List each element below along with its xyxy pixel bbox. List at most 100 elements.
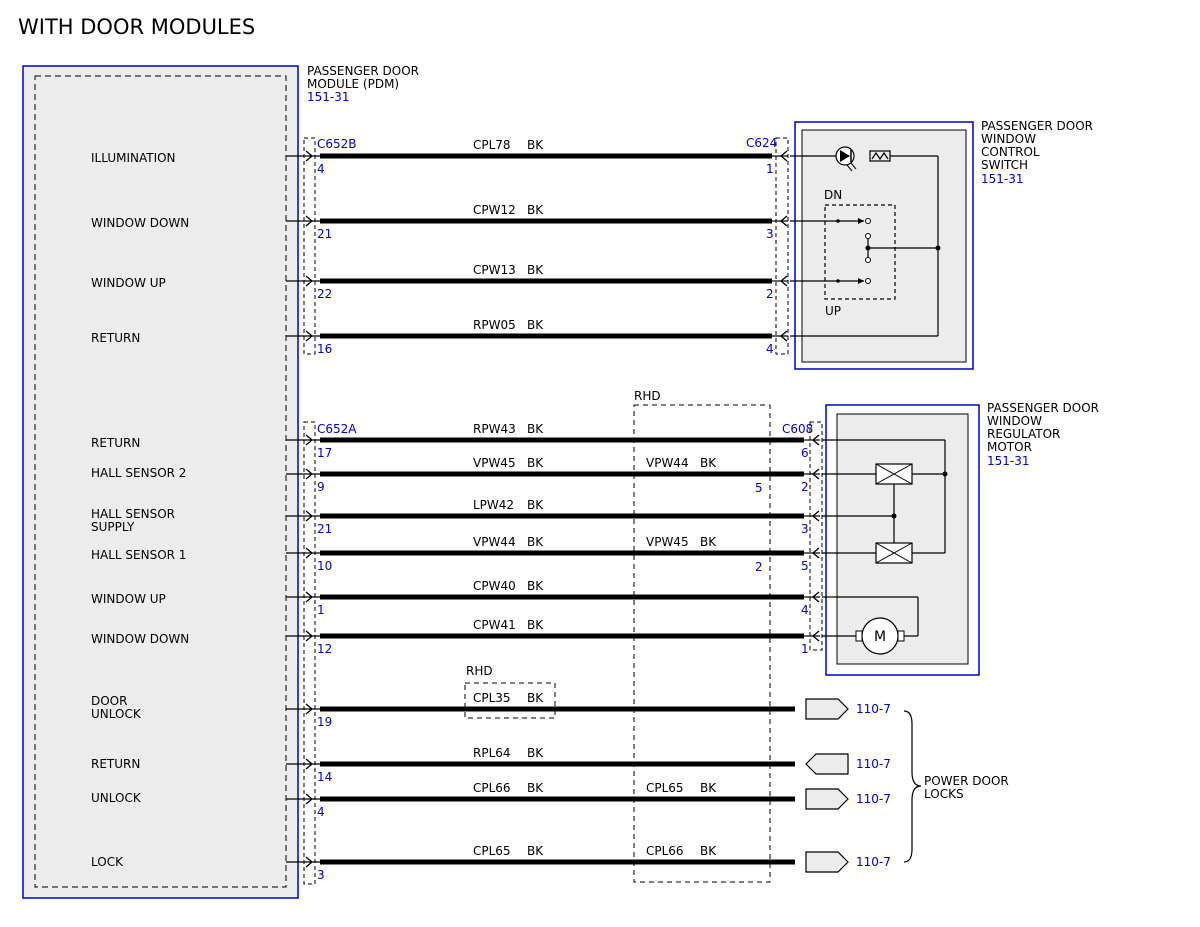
motor-name-line: MOTOR	[987, 440, 1032, 454]
pin-left: 21	[317, 522, 332, 536]
pdm-pin-label: ILLUMINATION	[91, 151, 176, 165]
pdm-pin-label: UNLOCK	[91, 791, 142, 805]
pin-right: 5	[801, 559, 809, 573]
wire-color: BK	[527, 138, 544, 152]
switch-up-label: UP	[825, 304, 841, 318]
switch-ref: 151-31	[981, 172, 1024, 186]
wire-color: BK	[527, 781, 544, 795]
pdm-labels: ILLUMINATION WINDOW DOWN WINDOW UP RETURN RE…	[91, 151, 189, 869]
wire-color: BK	[527, 456, 544, 470]
pin-rhd: 5	[755, 481, 763, 495]
hall-sensor-2-icon	[875, 463, 913, 485]
motor-name-line: PASSENGER DOOR	[987, 401, 1099, 415]
switch-circuit	[790, 150, 939, 337]
pdm-pin-label: DOOR	[91, 694, 127, 708]
pdm-pin-label: UNLOCK	[91, 707, 142, 721]
pdm-pin-label: SUPPLY	[91, 520, 135, 534]
rhd-region-large	[633, 404, 771, 883]
pdm-pin-label: HALL SENSOR 1	[91, 548, 186, 562]
pdm-inner-dashed	[34, 75, 287, 888]
connector-c652a: C652A	[317, 422, 357, 436]
wire-color: BK	[527, 498, 544, 512]
pdm-pin-label: HALL SENSOR 2	[91, 466, 186, 480]
motor-icon	[855, 617, 905, 655]
pin-rhd: 2	[755, 560, 763, 574]
connector-chevron	[305, 150, 314, 162]
pdm-pin-label: WINDOW DOWN	[91, 216, 189, 230]
connector-chevron	[305, 215, 314, 227]
connector-c624: C624	[746, 136, 777, 150]
rhd-label-small: RHD	[466, 664, 493, 678]
wire-circuit: CPL65	[473, 844, 511, 858]
wire-color: BK	[527, 203, 544, 217]
wire-circuit: CPW41	[473, 618, 516, 632]
wire-alt-circuit: VPW44	[646, 456, 689, 470]
wire-alt-circuit: CPL65	[646, 781, 684, 795]
switch-dn-label: DN	[824, 188, 842, 202]
connector-chevron	[305, 275, 314, 287]
wire-circuit: RPW43	[473, 422, 516, 436]
wire-alt-color: BK	[700, 844, 717, 858]
connector-chevron	[305, 630, 314, 642]
pin-right: 1	[801, 642, 809, 656]
page-ref: 110-7	[856, 702, 891, 716]
motor-name-line: REGULATOR	[987, 427, 1060, 441]
wire-alt-color: BK	[700, 456, 717, 470]
pdm-pin-label: WINDOW UP	[91, 592, 166, 606]
pin-left: 14	[317, 770, 332, 784]
power-door-locks-line: LOCKS	[924, 787, 964, 801]
junction-dot	[891, 513, 897, 519]
pin-left: 12	[317, 642, 332, 656]
pdm-pin-label: RETURN	[91, 331, 140, 345]
wire-circuit: LPW42	[473, 498, 514, 512]
pin-left: 4	[317, 805, 325, 819]
pin-right: 2	[801, 480, 809, 494]
pdm-pin-label: WINDOW DOWN	[91, 632, 189, 646]
wire-color: BK	[527, 618, 544, 632]
switch-contacts	[836, 218, 941, 284]
motor-ref: 151-31	[987, 454, 1030, 468]
pin-left: 9	[317, 480, 325, 494]
pin-left: 3	[317, 868, 325, 882]
wire-alt-circuit: VPW45	[646, 535, 689, 549]
motor-symbol: M	[874, 629, 886, 645]
wire-alt-color: BK	[700, 535, 717, 549]
pdm-pin-label: HALL SENSOR	[91, 507, 175, 521]
pdm-box	[22, 65, 299, 899]
connector-chevron	[305, 468, 314, 480]
connector-chevron	[305, 856, 314, 868]
connector-c652b: C652B	[317, 137, 357, 151]
wire-alt-circuit: CPL66	[646, 844, 684, 858]
page-ref-tag-icon	[805, 788, 849, 810]
pdm-pin-label: RETURN	[91, 757, 140, 771]
rhd-region-small	[464, 682, 556, 719]
wire-color: BK	[527, 844, 544, 858]
pin-left: 10	[317, 559, 332, 573]
switch-name-line: WINDOW	[981, 132, 1036, 146]
c652b-outline	[303, 137, 316, 355]
led-icon	[835, 146, 857, 172]
wire-circuit: CPL78	[473, 138, 511, 152]
pin-right: 3	[766, 227, 774, 241]
pdm-name-line: PASSENGER DOOR	[307, 64, 419, 78]
wire-color: BK	[527, 691, 544, 705]
pin-right: 2	[766, 287, 774, 301]
wire-circuit: VPW44	[473, 535, 516, 549]
pin-left: 22	[317, 287, 332, 301]
wire-circuit: CPL35	[473, 691, 511, 705]
switch-inner	[801, 129, 967, 363]
wire-circuit: RPL64	[473, 746, 511, 760]
pin-right: 1	[766, 162, 774, 176]
wire: CPW41 BK 12 1	[286, 618, 820, 656]
pin-right: 6	[801, 446, 809, 460]
